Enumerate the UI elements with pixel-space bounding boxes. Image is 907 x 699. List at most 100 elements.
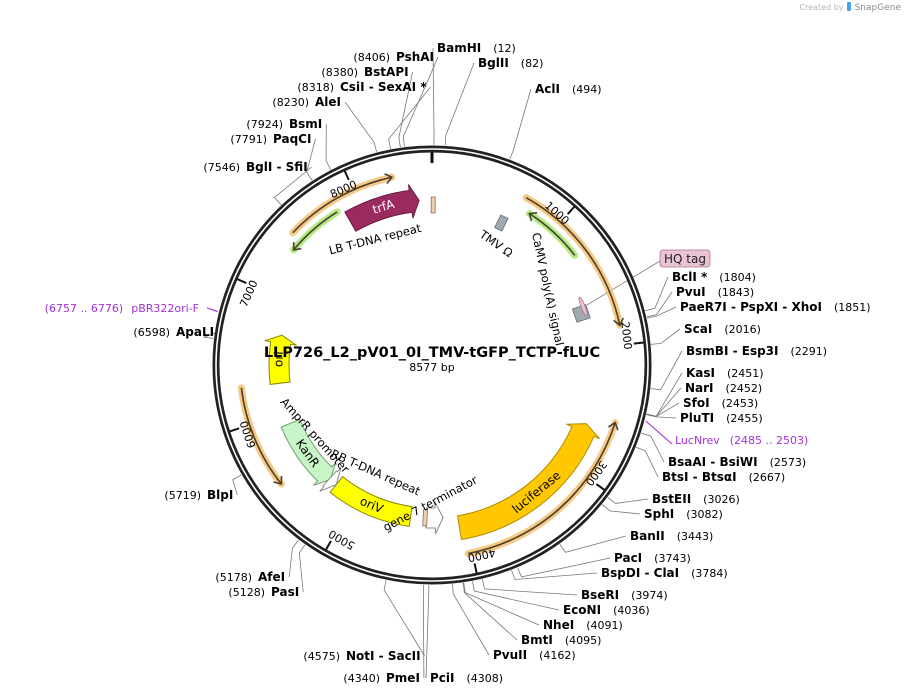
feature-ori[interactable] xyxy=(264,334,297,385)
orf-line xyxy=(240,387,282,485)
orf-arrowhead-icon xyxy=(613,317,625,327)
site-position: (4340) xyxy=(343,672,380,685)
site-name: AfeI xyxy=(258,570,285,584)
site-paqci[interactable]: PaqCI(7791) xyxy=(230,132,311,146)
site-bstapi[interactable]: BstAPI(8380) xyxy=(321,65,408,79)
feature-annotation: CaMV poly(A) signal xyxy=(529,231,567,347)
feature-label: trfA xyxy=(371,197,397,217)
site-position: (1851) xyxy=(834,301,871,314)
site-bgli[interactable]: BglI - SfiI(7546) xyxy=(203,160,307,174)
site-nhei[interactable]: NheI(4091) xyxy=(543,618,623,632)
site-position: (2291) xyxy=(790,345,827,358)
site-apali[interactable]: ApaLI(6598) xyxy=(133,325,214,339)
site-position: (2453) xyxy=(722,397,759,410)
primer-lucnrev[interactable]: LucNrev(2485 .. 2503) xyxy=(675,434,808,447)
site-btsi[interactable]: BtsI - BtsαI(2667) xyxy=(662,470,785,484)
site-position: (7791) xyxy=(230,133,267,146)
site-bsteii[interactable]: BstEII(3026) xyxy=(652,492,740,506)
site-pcii[interactable]: PciI(4308) xyxy=(430,671,503,685)
site-pshai[interactable]: PshAI(8406) xyxy=(353,50,434,64)
site-nari[interactable]: NarI(2452) xyxy=(685,381,762,395)
site-position: (2016) xyxy=(724,323,761,336)
site-scai[interactable]: ScaI(2016) xyxy=(684,322,761,336)
tick-mark xyxy=(567,205,576,215)
site-position: (2451) xyxy=(727,367,764,380)
site-bspdi[interactable]: BspDI - ClaI(3784) xyxy=(601,566,728,580)
primer-pbr322orif[interactable]: pBR322ori-F(6757 .. 6776) xyxy=(45,302,199,315)
site-bmti[interactable]: BmtI(4095) xyxy=(521,633,601,647)
leader-line xyxy=(650,350,683,391)
site-bsmi[interactable]: BsmI(7924) xyxy=(246,117,322,131)
site-position: (3026) xyxy=(703,493,740,506)
site-pvui[interactable]: PvuI(1843) xyxy=(676,285,754,299)
hq-tag-label[interactable]: HQ tag xyxy=(659,249,711,268)
feature-trfa[interactable] xyxy=(344,184,420,232)
plasmid-length: 8577 bp xyxy=(409,361,454,374)
site-bseri[interactable]: BseRI(3974) xyxy=(581,588,668,602)
site-position: (4036) xyxy=(613,604,650,617)
primer-name: pBR322ori-F xyxy=(131,302,199,315)
site-bcli[interactable]: BclI *(1804) xyxy=(672,270,756,284)
feature-promoter[interactable] xyxy=(319,467,342,492)
site-econi[interactable]: EcoNI (4036) xyxy=(563,603,650,617)
hq-tag-leader xyxy=(586,260,661,306)
site-name: BlpI xyxy=(207,488,233,502)
site-sphi[interactable]: SphI(3082) xyxy=(644,507,723,521)
hq-tag-marker[interactable] xyxy=(578,296,589,317)
site-sfoi[interactable]: SfoI(2453) xyxy=(683,396,758,410)
site-name: BamHI xyxy=(437,41,481,55)
small-feature-box[interactable] xyxy=(430,196,436,214)
site-blpi[interactable]: BlpI(5719) xyxy=(164,488,233,502)
hq-tag-badge xyxy=(659,249,711,268)
feature-promoter[interactable] xyxy=(425,501,444,535)
site-position: (4575) xyxy=(303,650,340,663)
site-position: (7546) xyxy=(203,161,240,174)
site-bsaai[interactable]: BsaAI - BsiWI(2573) xyxy=(668,455,806,469)
tick-mark xyxy=(595,483,606,491)
site-alei[interactable]: AleI(8230) xyxy=(272,95,341,109)
site-paci[interactable]: PacI(3743) xyxy=(614,551,691,565)
site-acli[interactable]: AclI(494) xyxy=(535,82,602,96)
site-pmei[interactable]: PmeI (4340) xyxy=(343,671,419,685)
leader-line xyxy=(646,291,673,318)
site-name: PmeI xyxy=(386,671,420,685)
site-name: EcoNI xyxy=(563,603,601,617)
site-csii[interactable]: CsiI - SexAI *(8318) xyxy=(297,80,427,94)
site-name: PvuII xyxy=(493,648,527,662)
site-bglii[interactable]: BglII(82) xyxy=(478,56,543,70)
backbone-inner-gap xyxy=(215,148,649,582)
tick-label: 7000 xyxy=(237,278,260,309)
site-position: (4162) xyxy=(539,649,576,662)
leader-line xyxy=(325,123,332,170)
feature-luciferase[interactable] xyxy=(456,423,600,541)
leader-line xyxy=(646,414,677,419)
site-paer7i[interactable]: PaeR7I - PspXI - XhoI(1851) xyxy=(680,300,871,314)
site-pluti[interactable]: PluTI(2455) xyxy=(680,411,763,425)
small-feature-box[interactable] xyxy=(422,509,428,527)
leader-line xyxy=(451,584,490,656)
site-bsmbi[interactable]: BsmBI - Esp3I(2291) xyxy=(686,344,827,358)
site-afei[interactable]: AfeI(5178) xyxy=(215,570,285,584)
orf-arrowhead-icon xyxy=(292,242,302,251)
feature-annotation: LB T-DNA repeat xyxy=(327,221,423,258)
leader-line xyxy=(645,276,669,312)
site-name: BtsI - BtsαI xyxy=(662,470,737,484)
leader-line xyxy=(472,581,560,611)
leader-line xyxy=(398,71,413,148)
site-bamhi[interactable]: BamHI(12) xyxy=(437,41,516,55)
small-feature-box[interactable] xyxy=(494,214,509,232)
site-kasi[interactable]: KasI (2451) xyxy=(686,366,764,380)
site-pasi[interactable]: PasI(5128) xyxy=(228,585,299,599)
site-noti[interactable]: NotI - SacII(4575) xyxy=(303,649,420,663)
site-name: CsiI - SexAI * xyxy=(340,80,427,94)
site-pvuii[interactable]: PvuII (4162) xyxy=(493,648,576,662)
site-banii[interactable]: BanII(3443) xyxy=(630,529,713,543)
primer-line xyxy=(206,307,218,313)
tick-mark xyxy=(229,427,240,433)
primer-name: LucNrev xyxy=(675,434,720,447)
leader-line xyxy=(203,331,219,339)
leader-line xyxy=(509,88,532,160)
credit-prefix: Created by xyxy=(799,3,844,12)
site-name: KasI xyxy=(686,366,715,380)
